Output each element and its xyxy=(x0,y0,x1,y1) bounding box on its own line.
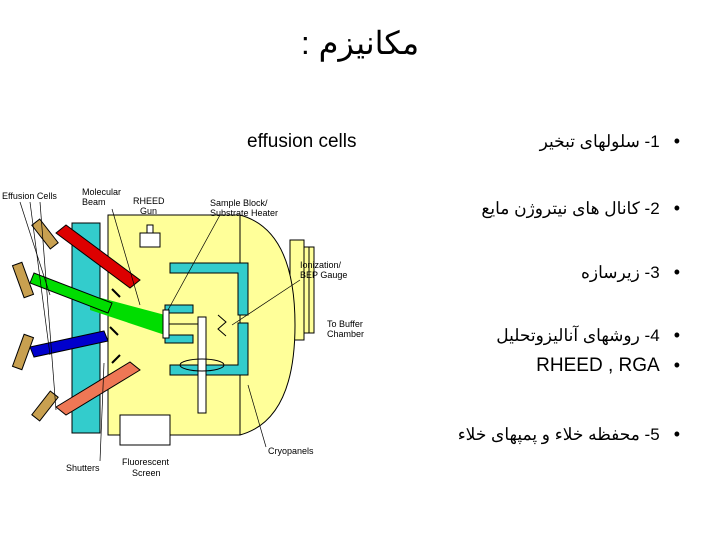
fluorescent-screen xyxy=(119,414,171,446)
label-molecular-beam-2: Beam xyxy=(82,197,106,207)
rotation-arrow xyxy=(179,358,225,372)
label-shutters: Shutters xyxy=(66,463,100,473)
label-sample-block: Sample Block/ xyxy=(210,198,268,208)
ionization-gauge-coil xyxy=(217,314,227,337)
effusion-cell-red xyxy=(31,218,141,289)
bullet-item: • 2- کانال های نیتروژن مایع xyxy=(481,198,680,218)
shutter xyxy=(111,288,121,298)
bullet-item: • 1- سلولهای تبخیر xyxy=(539,131,680,151)
label-effusion-cells: Effusion Cells xyxy=(2,191,57,201)
label-chamber: Chamber xyxy=(327,329,364,339)
bullet-dot-icon: • xyxy=(673,424,680,444)
bullet-dot-icon: • xyxy=(673,325,680,345)
bullet-dot-icon: • xyxy=(673,262,680,282)
label-ionization: Ionization/ xyxy=(300,260,342,270)
bullet-item: • RHEED , RGA xyxy=(536,355,680,376)
effusion-cell-orange xyxy=(31,361,141,422)
label-fluorescent: Fluorescent xyxy=(122,457,170,467)
cryopanel-upper xyxy=(169,262,249,316)
bullet-item: • 3- زیرسازه xyxy=(580,262,680,282)
cryopanel-lower xyxy=(169,322,249,376)
shutter xyxy=(111,354,121,364)
bullet-dot-icon: • xyxy=(673,355,680,375)
bullet-dot-icon: • xyxy=(673,131,680,151)
label-to-buffer: To Buffer xyxy=(327,319,363,329)
label-rheed-gun: RHEED xyxy=(133,196,165,206)
sample-block xyxy=(162,309,170,339)
cryopanel-tab xyxy=(164,304,194,314)
label-cryopanels: Cryopanels xyxy=(268,446,314,456)
mbe-chamber-diagram: Effusion Cells Molecular Beam RHEED Gun … xyxy=(2,187,364,478)
label-screen: Screen xyxy=(132,468,161,478)
label-substrate-heater: Substrate Heater xyxy=(210,208,278,218)
source-cryo-shroud xyxy=(71,222,101,434)
label-bep-gauge: BEP Gauge xyxy=(300,270,347,280)
label-rheed-gun-2: Gun xyxy=(140,206,157,216)
bullet-dot-icon: • xyxy=(673,198,680,218)
effusion-cells-label: effusion cells xyxy=(247,131,357,152)
leader-lines xyxy=(19,201,301,462)
label-molecular-beam: Molecular xyxy=(82,187,121,197)
shutter xyxy=(109,326,119,336)
cryopanel-tab xyxy=(164,334,194,344)
rheed-gun xyxy=(139,232,161,248)
bullet-item: • 4- روشهای آنالیزوتحلیل xyxy=(496,325,680,345)
manipulator-rod xyxy=(197,316,207,414)
page-title: مکانیزم : xyxy=(300,25,420,61)
bullet-item: • 5- محفظه خلاء و پمپهای خلاء xyxy=(457,424,680,444)
rheed-gun-tip xyxy=(146,224,154,234)
effusion-cell-green xyxy=(11,261,113,314)
